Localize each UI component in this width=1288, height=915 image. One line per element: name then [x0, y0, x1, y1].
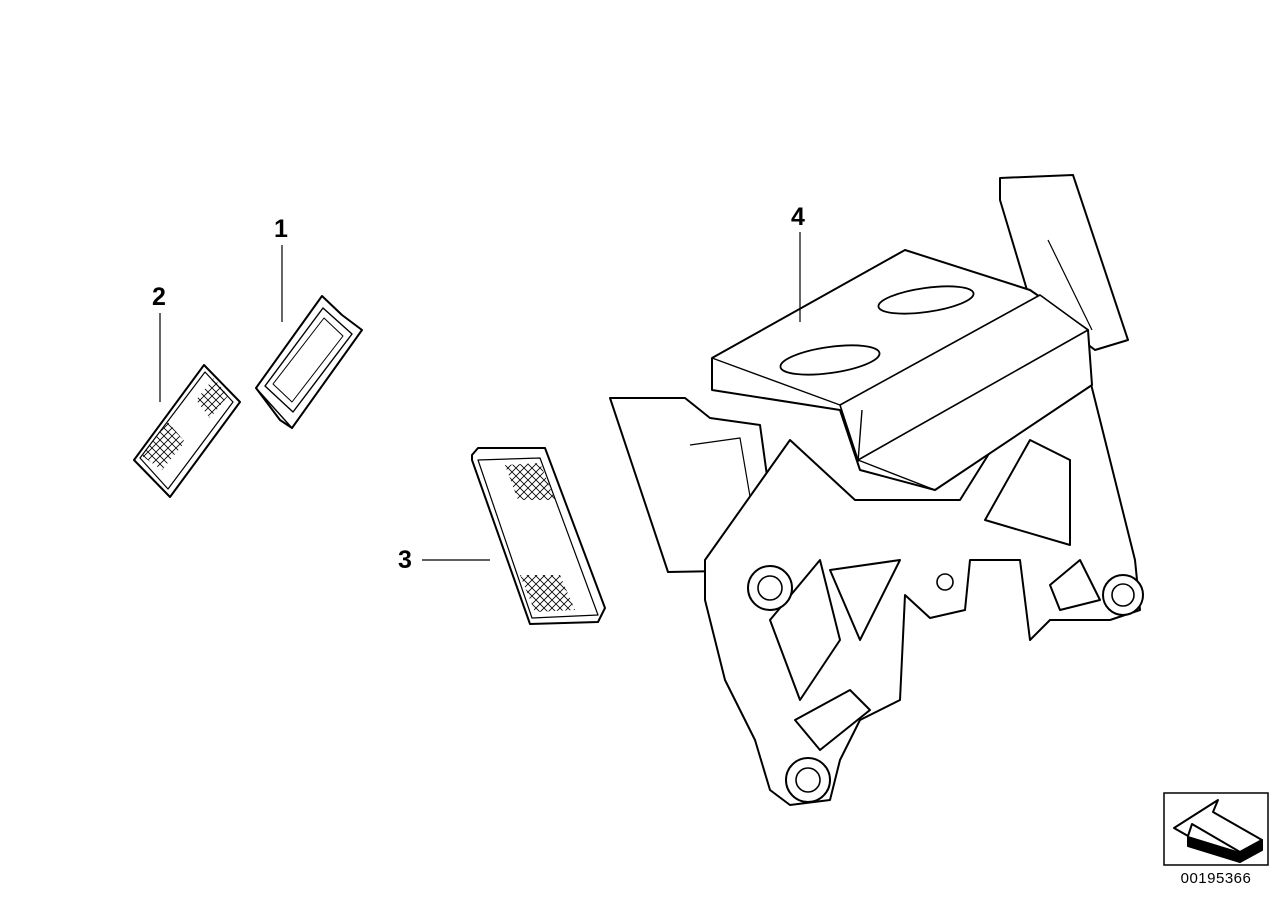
- reflector-part-3: [471, 447, 606, 625]
- orientation-box: [1163, 792, 1269, 866]
- bracket-part-4: [609, 174, 1144, 806]
- reflector-part-1: [255, 295, 363, 429]
- leader-lines: [159, 232, 801, 561]
- callout-3: 3: [398, 546, 412, 574]
- callout-4: 4: [791, 203, 805, 231]
- callout-2: 2: [152, 283, 166, 311]
- part-number: 00195366: [1180, 870, 1252, 887]
- direction-arrow-icon: [1173, 799, 1263, 863]
- reflector-part-2: [133, 364, 241, 498]
- callout-1: 1: [274, 215, 288, 243]
